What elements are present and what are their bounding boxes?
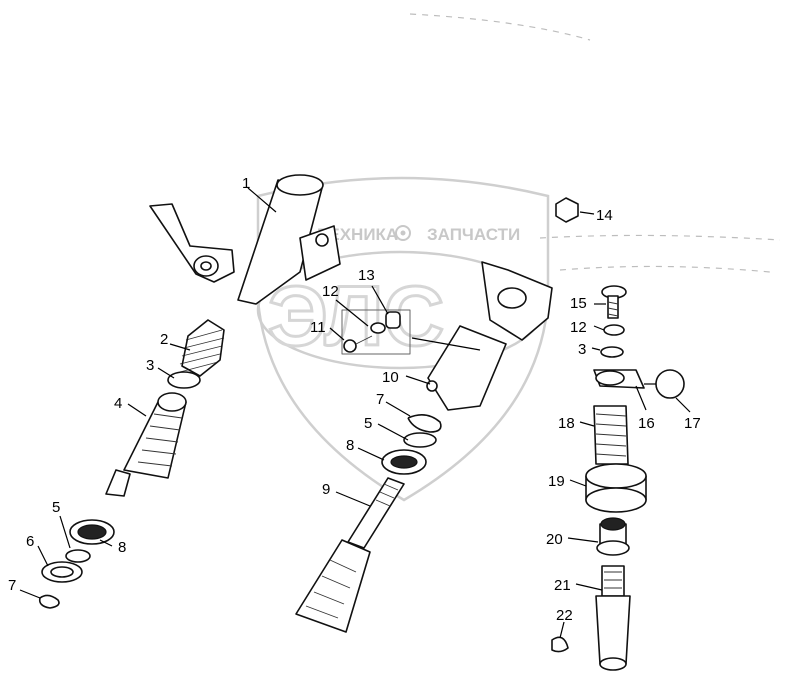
callout-5-center: 5 xyxy=(364,415,372,432)
callout-labels: 1 2 3 4 5 6 7 8 5 7 8 9 10 11 12 13 14 1… xyxy=(8,175,701,624)
part-15-screw xyxy=(601,285,627,319)
watermark-shield xyxy=(256,176,550,502)
callout-7: 7 xyxy=(8,577,16,594)
callout-19: 19 xyxy=(548,473,565,490)
callout-20: 20 xyxy=(546,531,563,548)
callout-6: 6 xyxy=(26,533,34,550)
callout-18: 18 xyxy=(558,415,575,432)
part-3-washer-right xyxy=(600,346,624,358)
callout-16: 16 xyxy=(638,415,655,432)
part-2-spring xyxy=(179,319,225,377)
callout-9: 9 xyxy=(322,481,330,498)
part-19-gear xyxy=(585,463,647,513)
callout-1: 1 xyxy=(242,175,250,192)
part-10-bracket xyxy=(411,261,553,411)
part-17-ball-knob xyxy=(655,369,685,399)
callout-7-center: 7 xyxy=(376,391,384,408)
part-22-key xyxy=(551,636,569,653)
part-7-circlip-left xyxy=(38,594,60,609)
part-14-nut xyxy=(555,197,579,223)
part-5-ring-left xyxy=(65,549,91,563)
watermark-brand-right: ЗАПЧАСТИ xyxy=(427,225,520,244)
inset-parts-11-13 xyxy=(341,309,411,355)
callout-22: 22 xyxy=(556,607,573,624)
part-16-cam-plate xyxy=(593,369,645,389)
callout-3-right: 3 xyxy=(578,341,586,358)
callout-10: 10 xyxy=(382,369,399,386)
part-4-sleeve xyxy=(105,392,187,497)
callout-17: 17 xyxy=(684,415,701,432)
part-9-shaft xyxy=(295,477,405,633)
callout-11: 11 xyxy=(310,319,326,336)
part-18-spring-right xyxy=(593,405,629,465)
watermark-brand-left: ТЕХНИКА xyxy=(318,225,398,244)
callout-13: 13 xyxy=(358,267,375,284)
callout-5: 5 xyxy=(52,499,60,516)
callout-2: 2 xyxy=(160,331,168,348)
callout-12-right: 12 xyxy=(570,319,587,336)
callout-8-center: 8 xyxy=(346,437,354,454)
part-12-washer-right xyxy=(603,324,625,336)
part-20-bushing xyxy=(596,517,630,556)
callout-21: 21 xyxy=(554,577,571,594)
gear-icon xyxy=(395,225,411,241)
callout-8: 8 xyxy=(118,539,126,556)
part-3-washer xyxy=(167,371,201,389)
callout-14: 14 xyxy=(596,207,613,224)
part-7-circlip-center xyxy=(407,414,442,433)
part-1-lever-housing xyxy=(149,174,341,305)
callout-12: 12 xyxy=(322,283,339,300)
callout-15: 15 xyxy=(570,295,587,312)
part-5-ring-center xyxy=(403,432,437,448)
leader-lines xyxy=(19,187,691,639)
callout-3: 3 xyxy=(146,357,154,374)
part-21-shaft-right xyxy=(595,565,631,671)
callout-4: 4 xyxy=(114,395,122,412)
